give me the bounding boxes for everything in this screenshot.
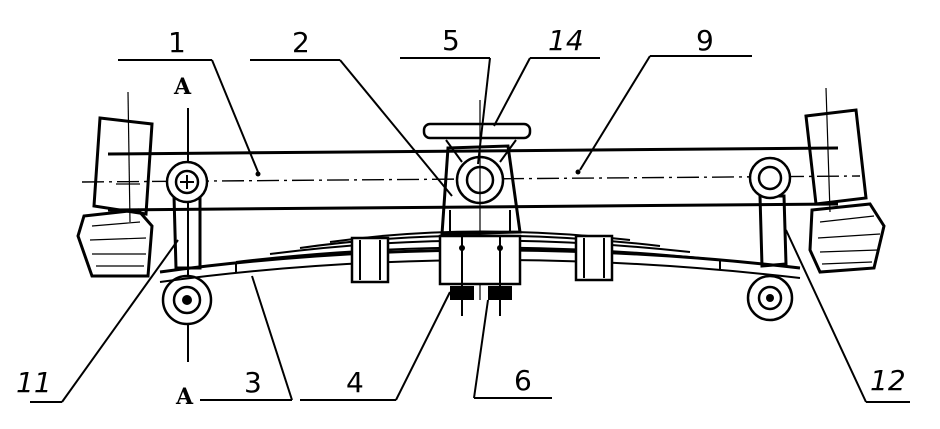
left-wheel	[76, 91, 154, 278]
label-a-bottom: A	[175, 384, 194, 410]
bracket-ribs	[445, 139, 517, 163]
right-lower-eye-core	[766, 294, 774, 302]
label-6: 6	[514, 364, 532, 397]
axle-dot-left	[255, 171, 261, 177]
right-eye-inner	[757, 165, 783, 191]
label-a-top: A	[173, 74, 192, 100]
left-wheel-upper	[92, 116, 154, 216]
label-9: 9	[696, 24, 714, 57]
right-wheel-lower	[808, 202, 886, 274]
left-tread-lines	[89, 221, 147, 267]
bolt-dot-left	[459, 245, 465, 251]
left-lower-eye-core	[182, 295, 192, 305]
right-wheel-upper	[804, 108, 868, 206]
left-eye-cross	[180, 175, 194, 189]
right-shackle-link	[758, 194, 788, 268]
right-shackle	[746, 156, 794, 322]
leaf-ends	[235, 260, 721, 272]
leader-6	[473, 299, 489, 399]
leader-3	[251, 275, 293, 401]
bracket-feet	[449, 210, 511, 232]
left-wheel-axis	[127, 91, 131, 223]
leader-1	[211, 59, 259, 173]
leader-5	[477, 57, 491, 165]
leader-9	[579, 55, 651, 171]
leader-4	[395, 291, 451, 401]
u-bolts	[438, 234, 522, 316]
right-wheel-axis	[825, 87, 831, 213]
label-5: 5	[442, 24, 460, 57]
spring-clamp-left	[350, 236, 390, 284]
leader-12	[785, 229, 867, 403]
leader-2	[339, 59, 453, 197]
spring-clamp-right	[574, 234, 614, 282]
label-2: 2	[292, 26, 310, 59]
clamp-lines	[359, 238, 605, 280]
left-shackle	[161, 108, 213, 362]
label-4: 4	[346, 366, 364, 399]
right-tread-lines	[817, 215, 881, 265]
axle-bottom-edge	[107, 202, 839, 212]
label-3: 3	[244, 366, 262, 399]
top-plate	[422, 122, 532, 140]
label-14: 14	[548, 24, 584, 57]
leader-11	[61, 239, 179, 403]
label-11: 11	[16, 366, 52, 399]
label-1: 1	[168, 26, 186, 59]
bolt-dot-right	[497, 245, 503, 251]
leader-14	[493, 57, 531, 127]
spring-seat	[438, 234, 522, 286]
labels: 1 2 5 14 9 A 11 3 4 6 12 A	[16, 24, 906, 410]
nut-left	[450, 286, 474, 300]
label-12: 12	[870, 364, 906, 397]
axle-top-edge	[107, 146, 839, 156]
right-wheel	[804, 87, 886, 274]
leader-lines	[30, 55, 910, 403]
nut-right	[488, 286, 512, 300]
axle-dot-right	[575, 169, 581, 175]
